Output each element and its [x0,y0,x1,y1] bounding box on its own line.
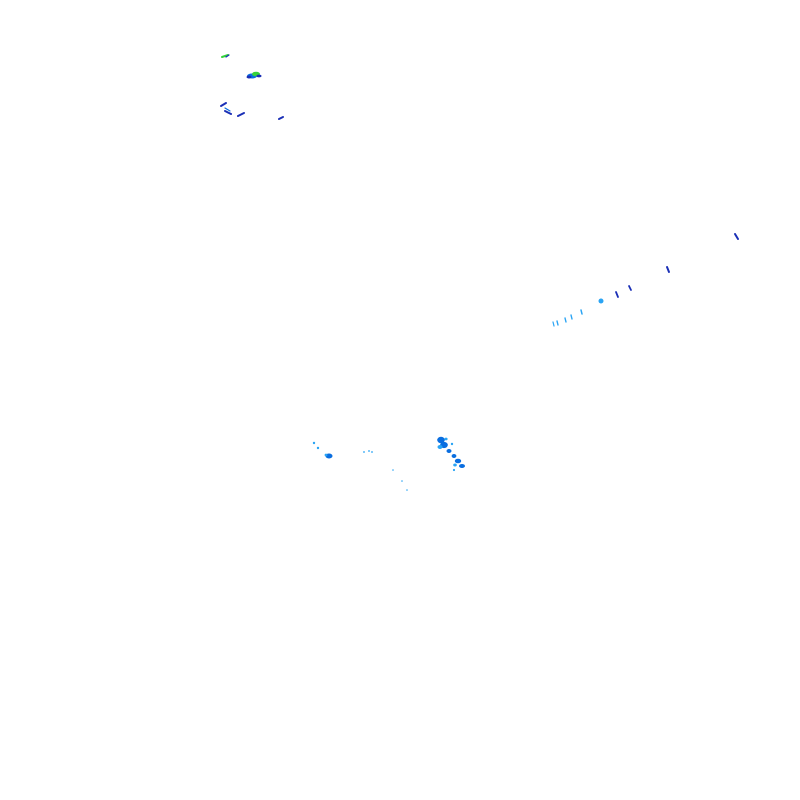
precip-streak [580,309,583,315]
precip-cell [312,441,316,445]
precip-cell [444,437,448,441]
precip-cell [453,463,457,467]
precip-streak [224,110,232,115]
precip-streak [628,285,632,291]
precip-streak [225,54,230,58]
precip-cell [392,469,394,471]
precipitation-cluster-central [312,436,465,491]
precipitation-cluster-northwest [220,54,284,120]
precip-cell [450,442,454,446]
precip-cell [316,446,320,450]
precip-cell [437,436,445,444]
precip-cell [363,451,365,453]
precip-cell [452,468,456,472]
precip-streak [278,116,284,120]
precipitation-band-east [552,233,739,327]
precip-streak [734,233,739,240]
precip-streak [220,102,227,107]
precip-cell [368,450,370,452]
precip-streak [570,314,573,320]
precip-cell [598,298,604,304]
precip-cell [459,464,465,468]
precip-streak [556,320,559,326]
precip-cell [256,74,262,78]
precip-streak [237,112,245,117]
precip-cell [401,480,403,482]
precip-cell [454,458,462,464]
precip-streak [221,54,229,58]
precip-cell [437,445,443,449]
precip-cell [246,75,252,79]
precip-streak [564,317,567,323]
precip-streak [615,291,619,298]
precip-cell [406,489,408,491]
precip-cell [324,453,328,457]
precip-cell [446,449,452,453]
precip-cell [371,451,373,453]
precip-streak [552,321,555,327]
precip-streak [224,107,231,112]
precip-cell [451,454,457,458]
precip-streak [666,266,670,273]
